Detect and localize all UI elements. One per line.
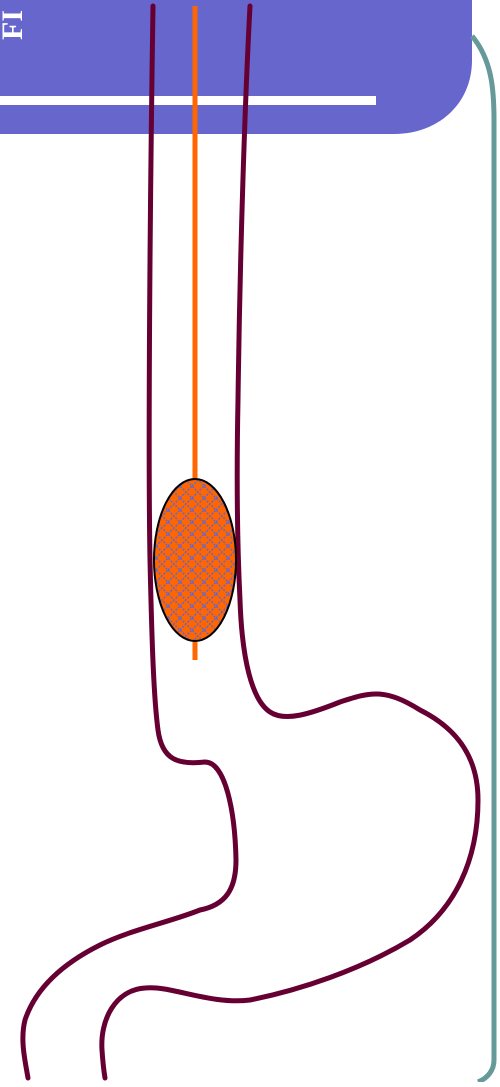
header-band [0, 0, 472, 134]
inflated-balloon [154, 479, 236, 641]
frame-border [472, 36, 494, 1082]
header-rule [0, 96, 376, 105]
slide-title-fragment: FI [0, 0, 26, 40]
